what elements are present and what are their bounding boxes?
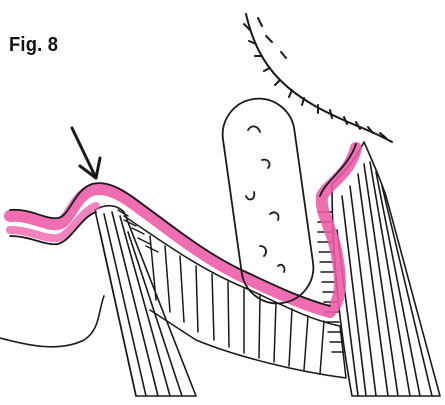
down-right-arrow-icon (72, 128, 100, 178)
eyelid-sketch (244, 14, 392, 142)
right-bone-column (332, 142, 440, 396)
mucosa-lining (10, 148, 356, 312)
suture-thread (0, 296, 104, 347)
